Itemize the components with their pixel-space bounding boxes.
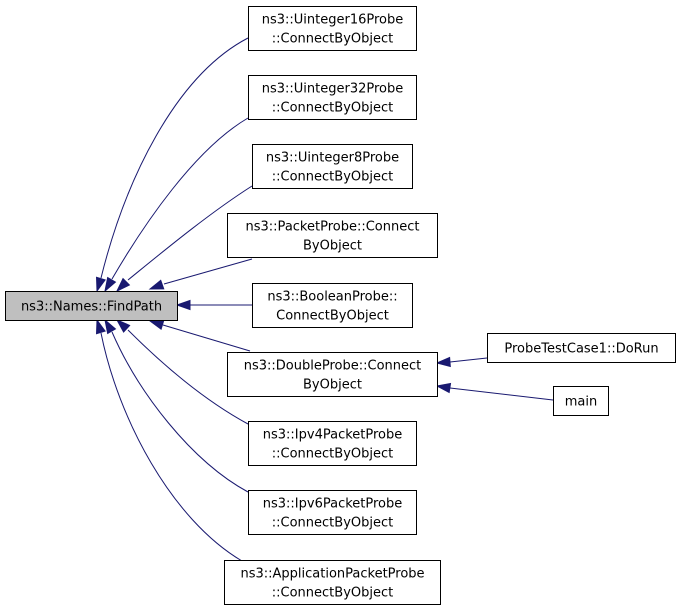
edge-ipv4-to-findpath (127, 329, 249, 425)
node-uint16[interactable]: ns3::Uinteger16Probe::ConnectByObject (248, 6, 417, 51)
edge-packet-to-findpath (163, 258, 253, 285)
node-label-dorun-line-1: ProbeTestCase1::DoRun (504, 342, 658, 357)
node-uint32[interactable]: ns3::Uinteger32Probe::ConnectByObject (248, 75, 417, 120)
node-label-uint32-line-2: ::ConnectByObject (272, 101, 393, 116)
node-label-ipv4-line-1: ns3::Ipv4PacketProbe (263, 428, 403, 443)
node-box-packet (227, 213, 438, 258)
edges (95, 37, 554, 562)
arrow-head-uint8-to-findpath (115, 277, 131, 293)
node-label-ipv6-line-1: ns3::Ipv6PacketProbe (263, 497, 403, 512)
arrow-head-dorun-to-double (435, 356, 451, 368)
node-ipv6[interactable]: ns3::Ipv6PacketProbe::ConnectByObject (248, 490, 417, 535)
node-box-uint8 (252, 144, 413, 189)
edge-main-to-double (449, 387, 554, 401)
edge-uint16-to-findpath (100, 37, 249, 279)
arrow-head-double-to-findpath (148, 319, 165, 330)
node-label-app-line-1: ns3::ApplicationPacketProbe (240, 567, 424, 582)
arrow-head-app-to-findpath (95, 318, 106, 335)
node-label-packet-line-1: ns3::PacketProbe::Connect (246, 220, 420, 235)
node-main[interactable]: main (553, 386, 609, 416)
node-boolean[interactable]: ns3::BooleanProbe::ConnectByObject (252, 283, 413, 328)
node-label-double-line-1: ns3::DoubleProbe::Connect (244, 359, 422, 374)
node-label-boolean-line-1: ns3::BooleanProbe:: (267, 290, 397, 305)
node-box-boolean (252, 283, 413, 328)
node-label-app-line-2: ::ConnectByObject (272, 586, 393, 601)
node-label-uint16-line-1: ns3::Uinteger16Probe (262, 13, 404, 28)
arrow-head-uint32-to-findpath (104, 276, 117, 293)
node-findpath: ns3::Names::FindPath (5, 291, 178, 321)
arrow-head-ipv6-to-findpath (104, 318, 117, 335)
node-label-boolean-line-2: ConnectByObject (276, 309, 389, 324)
node-label-uint32-line-1: ns3::Uinteger32Probe (262, 82, 404, 97)
node-box-dorun (487, 333, 676, 363)
node-box-uint16 (248, 6, 417, 51)
arrow-head-packet-to-findpath (148, 279, 165, 290)
arrow-head-boolean-to-findpath (175, 299, 191, 311)
node-box-double (227, 352, 438, 397)
edge-double-to-findpath (162, 324, 251, 352)
nodes: ns3::Names::FindPath ns3::Uinteger16Probe… (5, 6, 676, 605)
node-box-main (553, 386, 609, 416)
node-label-main-line-1: main (565, 395, 597, 410)
node-label-double-line-2: ByObject (303, 378, 362, 393)
node-ipv4[interactable]: ns3::Ipv4PacketProbe::ConnectByObject (248, 421, 417, 466)
node-double[interactable]: ns3::DoubleProbe::ConnectByObject (227, 352, 438, 397)
node-label-ipv4-line-2: ::ConnectByObject (272, 447, 393, 462)
edge-uint32-to-findpath (111, 117, 249, 280)
node-uint8[interactable]: ns3::Uinteger8Probe::ConnectByObject (252, 144, 413, 189)
edge-ipv6-to-findpath (111, 331, 249, 493)
arrow-head-ipv4-to-findpath (115, 318, 131, 333)
node-packet[interactable]: ns3::PacketProbe::ConnectByObject (227, 213, 438, 258)
arrow-head-uint16-to-findpath (95, 276, 106, 293)
node-label-ipv6-line-2: ::ConnectByObject (272, 516, 393, 531)
node-label-uint8-line-2: ::ConnectByObject (272, 170, 393, 185)
edge-uint8-to-findpath (127, 185, 253, 281)
node-label-uint8-line-1: ns3::Uinteger8Probe (266, 151, 399, 166)
node-label-findpath-line-1: ns3::Names::FindPath (21, 300, 162, 315)
node-app[interactable]: ns3::ApplicationPacketProbe::ConnectByOb… (224, 560, 441, 605)
node-box-findpath (5, 291, 178, 321)
node-box-ipv4 (248, 421, 417, 466)
node-dorun[interactable]: ProbeTestCase1::DoRun (487, 333, 676, 363)
arrow-head-main-to-double (435, 382, 452, 394)
edge-app-to-findpath (100, 332, 243, 562)
node-box-uint32 (248, 75, 417, 120)
node-label-packet-line-2: ByObject (303, 239, 362, 254)
node-box-ipv6 (248, 490, 417, 535)
node-box-app (224, 560, 441, 605)
node-label-uint16-line-2: ::ConnectByObject (272, 32, 393, 47)
edge-dorun-to-double (449, 357, 488, 363)
